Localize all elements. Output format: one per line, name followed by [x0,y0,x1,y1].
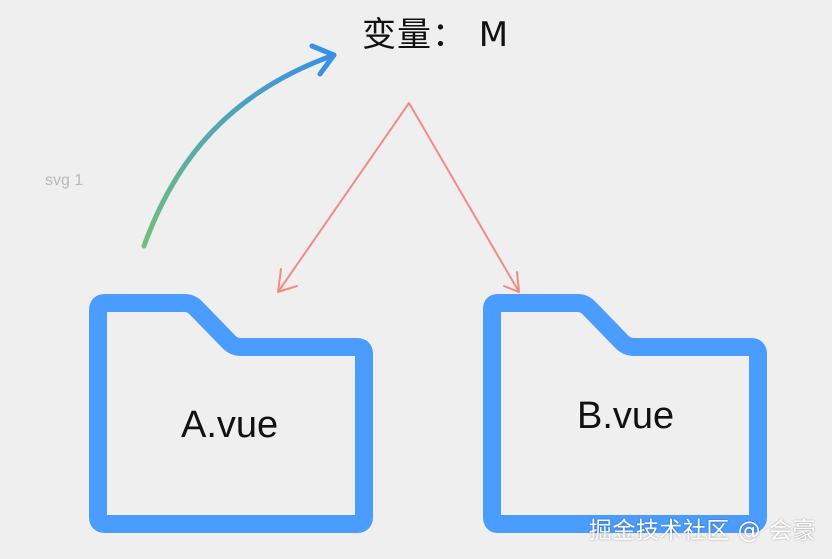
branch-arrow-icon [277,102,520,293]
folder-a-icon [89,294,373,533]
folder-b-label: B.vue [577,395,675,437]
left-arrowhead-icon [277,268,298,293]
curved-arrowhead-icon [309,43,337,77]
curved-arrow-icon [141,52,337,249]
svg-label: svg 1 [45,172,84,189]
folder-a-label: A.vue [181,404,279,446]
watermark: 掘金技术社区 @ 会豪 [588,518,816,544]
right-arrowhead-icon [503,271,520,293]
variable-label: 变量： M [362,15,510,55]
folder-b-icon [483,294,767,533]
